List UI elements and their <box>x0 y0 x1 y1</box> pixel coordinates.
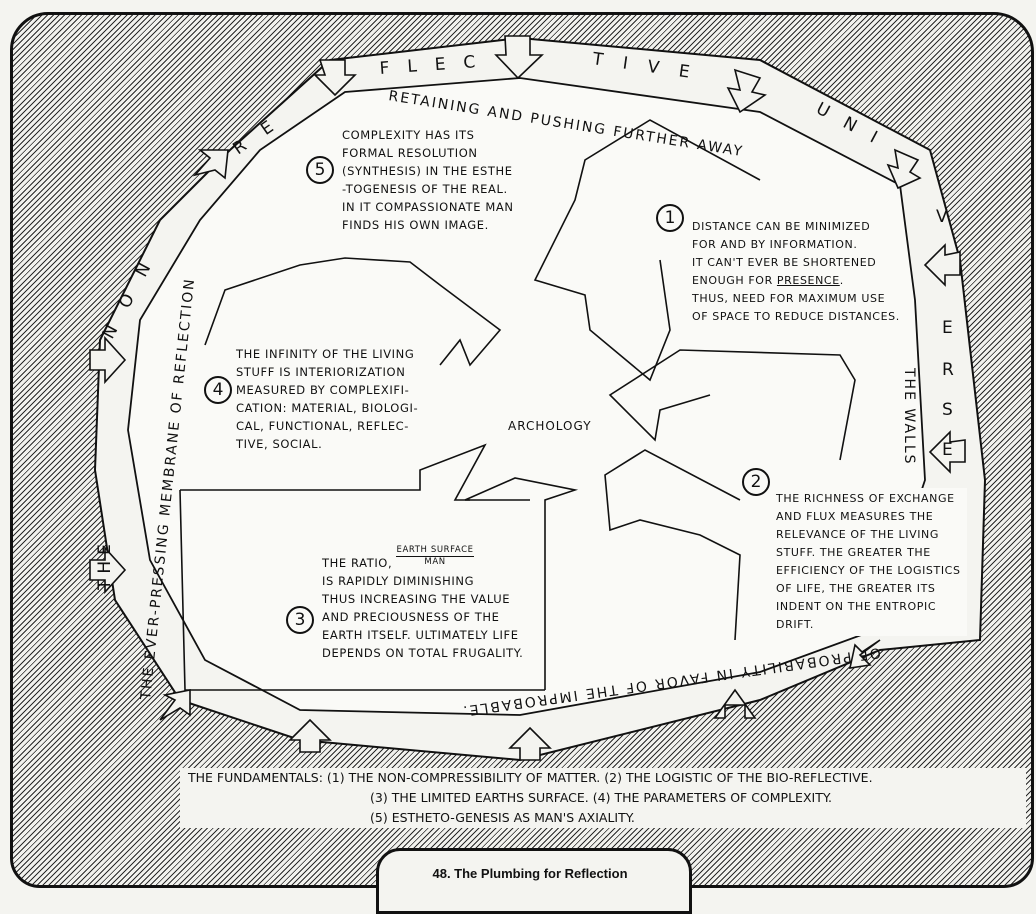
arrow-in-8 <box>713 688 757 719</box>
swirl-arrow-5 <box>179 489 545 691</box>
arrow-in-9 <box>508 726 552 761</box>
swirl-arrow-7 <box>204 257 502 367</box>
fundamental-3-number: 3 <box>374 790 383 805</box>
center-label-archology: ARCHOLOGY <box>508 419 592 433</box>
block-3-ratio-label: The ratio, <box>322 556 393 570</box>
swirl-arrow-1 <box>533 119 761 382</box>
fundamentals-legend: THE FUNDAMENTALS: (1) THE NON-COMPRESSIB… <box>180 768 1026 828</box>
swirl-arrow-4 <box>180 443 487 501</box>
fraction-numerator: Earth surface <box>396 545 474 557</box>
block-3-text-main: is rapidly diminishing thus increasing t… <box>322 574 524 660</box>
arrow-in-7 <box>848 639 881 669</box>
swirl-arrow-2 <box>608 349 856 461</box>
outer-letter-e2: E <box>942 440 959 460</box>
block-1-text: Distance can be minimized for and by inf… <box>692 218 900 326</box>
fundamental-1-number: 1 <box>331 770 340 785</box>
arrow-in-12 <box>89 545 127 595</box>
fundamental-5-number: 5 <box>374 810 383 825</box>
caption-tab <box>376 848 692 914</box>
block-4-text: The infinity of the living stuff is inte… <box>236 347 419 451</box>
ratio-fraction: Earth surfaceman <box>396 545 474 568</box>
number-5-circle: 5 <box>306 156 334 184</box>
arrow-in-4 <box>886 148 922 190</box>
block-1-text-main: Distance can be minimized for and by inf… <box>692 220 877 287</box>
outer-letter-e: E <box>942 318 959 338</box>
swirl-arrow-3 <box>604 449 741 641</box>
number-3-circle: 3 <box>286 606 314 634</box>
fundamental-4-text: THE PARAMETERS OF COMPLEXITY. <box>614 790 832 805</box>
arrow-in-6 <box>928 430 966 474</box>
block-2-text: The richness of exchange and flux measur… <box>770 488 967 636</box>
fundamental-2-number: 2 <box>609 770 618 785</box>
fundamental-4-number: 4 <box>597 790 606 805</box>
fraction-denominator: man <box>424 557 446 567</box>
swirl-arrow-6 <box>464 477 579 690</box>
fundamental-2: (2) THE LOGISTIC OF THE BIO-REFLECTIVE. <box>604 770 873 785</box>
arrow-in-14 <box>192 149 229 180</box>
fundamental-5-text: ESTHETO-GENESIS AS MAN'S AXIALITY. <box>391 810 635 825</box>
arrow-in-1 <box>313 59 357 97</box>
fundamental-3-text: THE LIMITED EARTHS SURFACE. <box>391 790 589 805</box>
fundamental-4: (4) THE PARAMETERS OF COMPLEXITY. <box>592 790 832 805</box>
number-1-circle: 1 <box>656 204 684 232</box>
block-1-text-after: . Thus, need for maximum use of space to… <box>692 274 900 323</box>
block-5-text: Complexity has its formal resolution (sy… <box>342 128 514 232</box>
outer-letter-v: V <box>936 207 954 227</box>
fundamental-3: (3) THE LIMITED EARTHS SURFACE. <box>370 790 589 805</box>
block-1-emphasis: presence <box>776 274 840 287</box>
fundamental-1-text: THE NON-COMPRESSIBILITY OF MATTER. <box>348 770 601 785</box>
outer-word-the: THE <box>95 538 115 591</box>
arrow-in-2 <box>494 35 544 80</box>
arrow-in-3 <box>726 68 767 114</box>
outer-letter-s: S <box>942 400 959 420</box>
fundamental-2-text: THE LOGISTIC OF THE BIO-REFLECTIVE. <box>625 770 873 785</box>
outer-letter-r: R <box>942 360 960 380</box>
arrow-in-10 <box>288 718 332 753</box>
block-3-text: The ratio, Earth surfaceman is rapidly d… <box>322 545 524 662</box>
number-4-circle: 4 <box>204 376 232 404</box>
figure-caption: 48. The Plumbing for Reflection <box>432 866 628 881</box>
arrow-in-13 <box>89 335 127 385</box>
fundamental-1: (1) THE NON-COMPRESSIBILITY OF MATTER. <box>326 770 601 785</box>
arrow-in-11 <box>159 689 191 721</box>
fundamental-5: (5) ESTHETO-GENESIS AS MAN'S AXIALITY. <box>370 810 635 825</box>
arrow-in-5 <box>923 243 961 287</box>
inner-ring-right: THE WALLS <box>901 367 917 466</box>
inner-area <box>127 77 926 716</box>
fundamentals-label: THE FUNDAMENTALS: <box>188 770 323 785</box>
number-2-circle: 2 <box>742 468 770 496</box>
